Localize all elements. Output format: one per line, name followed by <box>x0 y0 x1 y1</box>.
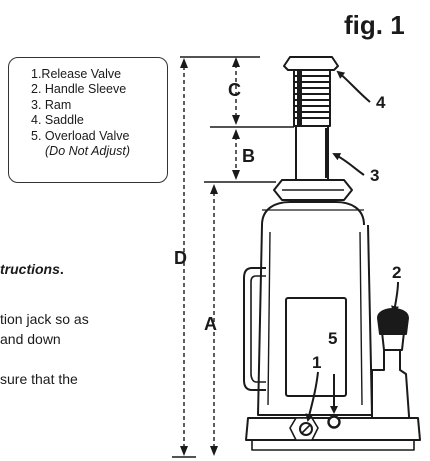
saddle-shape <box>283 56 339 71</box>
handle-sleeve-shape <box>377 308 409 351</box>
dimension-b <box>210 126 294 180</box>
legend-item-handle-sleeve: 2. Handle Sleeve <box>31 82 127 97</box>
jack-illustration <box>243 56 421 451</box>
side-handle <box>243 267 266 391</box>
dimension-a <box>204 181 276 456</box>
dimension-label-d: D <box>174 248 187 268</box>
instructions-word: tructions <box>0 261 60 277</box>
callout-1: 1 <box>312 353 321 372</box>
callout-4: 4 <box>376 93 386 112</box>
figure-title: fig. 1 <box>344 10 405 40</box>
legend-item-saddle: 4. Saddle <box>31 113 84 128</box>
dimension-c <box>232 57 240 125</box>
callout-3: 3 <box>370 166 379 185</box>
legend-item-ram: 3. Ram <box>31 97 72 112</box>
legend-item-overload-valve: 5. Overload Valve <box>31 128 130 143</box>
text-fragment-instructions: tructions. <box>0 261 64 277</box>
callout-leaders <box>305 70 399 422</box>
label-plate <box>285 297 347 397</box>
parts-legend: 1.Release Valve 2. Handle Sleeve 3. Ram … <box>8 57 168 183</box>
base-shape <box>245 417 421 441</box>
dimension-label-a: A <box>204 314 217 334</box>
text-fragment-line-2: tion jack so as <box>0 311 89 327</box>
screw-extension <box>293 69 331 127</box>
callout-5: 5 <box>328 329 337 348</box>
ram-shape <box>295 125 329 181</box>
text-fragment-line-4: sure that the <box>0 371 78 387</box>
instructions-period: . <box>59 261 64 277</box>
dimension-label-b: B <box>242 146 255 166</box>
dimension-label-c: C <box>228 80 241 100</box>
callout-2: 2 <box>392 263 401 282</box>
legend-item-release-valve: 1.Release Valve <box>31 67 122 81</box>
dimension-d <box>172 56 260 458</box>
overload-valve-shape <box>327 415 341 429</box>
text-fragment-line-3: and down <box>0 331 61 347</box>
legend-note: (Do Not Adjust) <box>45 144 130 159</box>
